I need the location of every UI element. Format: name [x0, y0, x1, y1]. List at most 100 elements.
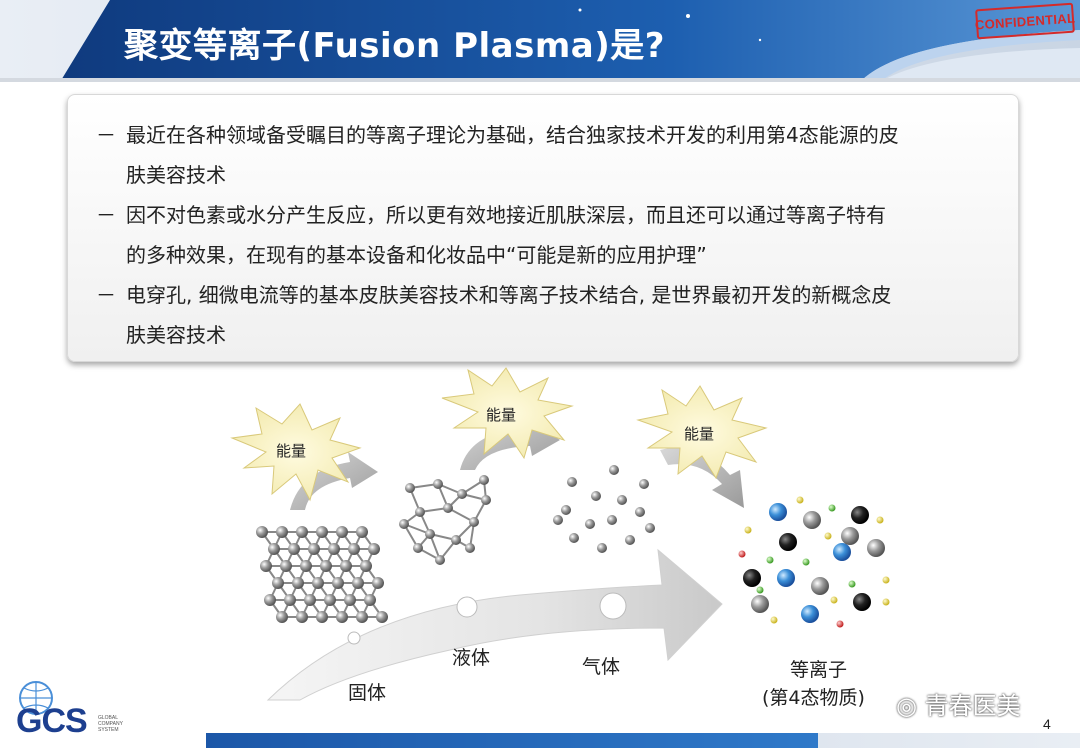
bond: [317, 582, 331, 601]
gas-particle: [567, 477, 577, 487]
atom: [405, 483, 415, 493]
atom: [356, 611, 368, 623]
gas-particle: [625, 535, 635, 545]
gas-particle: [569, 533, 579, 543]
bond: [353, 548, 367, 567]
atom: [433, 479, 443, 489]
atom: [268, 543, 280, 555]
plasma-electron: [766, 556, 774, 564]
plasma-ion: [779, 533, 797, 551]
plasma-ion: [851, 506, 869, 524]
footer-bar: [206, 733, 1080, 748]
atom: [415, 507, 425, 517]
bond: [461, 493, 487, 501]
plasma-particles: [738, 496, 890, 628]
plasma-electron: [744, 526, 752, 534]
bond: [341, 531, 355, 550]
plasma-electron: [770, 616, 778, 624]
energy-label-2: 能量: [486, 406, 517, 424]
plasma-electron: [796, 496, 804, 504]
atom: [276, 611, 288, 623]
bond: [409, 487, 421, 513]
atom: [348, 543, 360, 555]
atom: [425, 529, 435, 539]
atom: [260, 560, 272, 572]
atom: [435, 555, 445, 565]
plasma-electron: [876, 516, 884, 524]
bond: [285, 548, 295, 567]
bond: [341, 599, 351, 618]
bond: [429, 533, 457, 541]
wechat-account: 青春医美: [924, 692, 1021, 720]
atom: [376, 611, 388, 623]
gcs-logo: GCS: [16, 702, 88, 740]
bond: [369, 599, 383, 618]
progress-arrow: [266, 548, 723, 701]
plasma-electron: [848, 580, 856, 588]
atom: [372, 577, 384, 589]
bond: [353, 531, 363, 550]
gas-particle: [597, 543, 607, 553]
gas-particle: [645, 523, 655, 533]
bond: [329, 599, 343, 618]
atom: [264, 594, 276, 606]
stamp-text: CONFIDENTIAL: [974, 10, 1076, 32]
bond: [365, 565, 379, 584]
label-liquid: 液体: [452, 647, 491, 669]
plasma-ion: [769, 503, 787, 521]
plasma-electron: [882, 598, 890, 606]
page-number: 4: [1043, 716, 1051, 732]
bond: [365, 548, 375, 567]
atom: [324, 594, 336, 606]
gas-particle: [553, 515, 563, 525]
atom: [272, 577, 284, 589]
plasma-electron: [802, 558, 810, 566]
bond: [357, 565, 367, 584]
atom: [399, 519, 409, 529]
bond: [273, 548, 287, 567]
bond: [265, 565, 279, 584]
atom: [336, 526, 348, 538]
label-plasma-sub: (第4态物质): [762, 687, 865, 709]
label-gas: 气体: [582, 656, 621, 678]
bullet-dash: －: [96, 123, 116, 147]
bond: [455, 521, 475, 541]
bond: [293, 548, 307, 567]
bond: [317, 565, 327, 584]
bond: [333, 531, 343, 550]
bond: [269, 599, 283, 618]
atom: [479, 475, 489, 485]
atom: [304, 594, 316, 606]
bond: [337, 565, 347, 584]
bond: [369, 582, 379, 601]
bond: [325, 565, 339, 584]
header-banner: [0, 0, 1080, 82]
bond: [277, 582, 291, 601]
bond: [301, 531, 315, 550]
bond: [293, 531, 303, 550]
plasma-electron: [830, 596, 838, 604]
atom: [316, 526, 328, 538]
bond: [403, 523, 431, 535]
transition-arrow: [460, 418, 560, 470]
bullet-item-2: － 因不对色素或水分产生反应，所以更有效地接近肌肤深层，而且还可以通过等离子特有…: [96, 195, 986, 275]
wechat-watermark: ◎ 青春医美: [896, 686, 1021, 721]
bond: [305, 565, 319, 584]
bond: [469, 521, 475, 549]
bond: [333, 548, 347, 567]
atom: [300, 560, 312, 572]
plasma-electron: [828, 504, 836, 512]
atom: [280, 560, 292, 572]
bond: [419, 511, 431, 535]
atom: [481, 495, 491, 505]
gas-particle: [609, 465, 619, 475]
atom: [413, 543, 423, 553]
atom: [292, 577, 304, 589]
atom: [356, 526, 368, 538]
atom: [312, 577, 324, 589]
bullet-dash: －: [96, 203, 116, 227]
bond: [313, 531, 323, 550]
bond: [289, 599, 303, 618]
slide-header: 聚变等离子(Fusion Plasma)是? CONFIDENTIAL: [0, 0, 1080, 82]
bond: [447, 507, 475, 523]
